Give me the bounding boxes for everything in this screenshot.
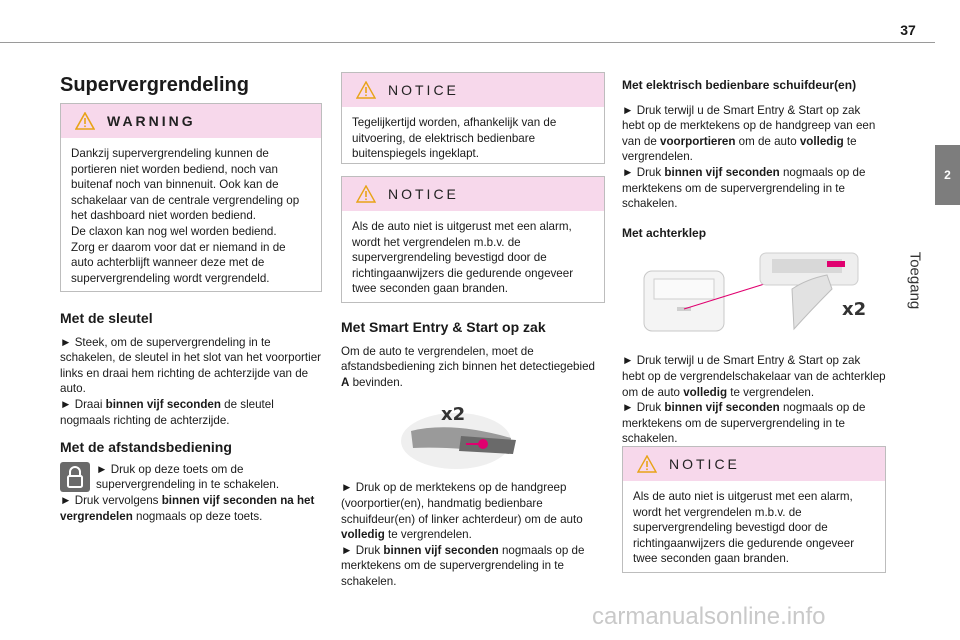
remote-step2: ► Druk vervolgens binnen vijf seconden n… [60,493,315,523]
notice-text: Tegelijkertijd worden, afhankelijk van d… [352,116,557,161]
x2-label: x2 [842,299,866,320]
lock-button-icon [60,461,90,492]
key-heading: Met de sleutel [60,310,153,326]
notice-title: NOTICE [388,186,459,202]
sliding-door-section: Met elektrisch bedienbare schuifdeur(en)… [622,78,886,447]
tailgate-illustration: x2 [643,252,866,332]
notice-box-2: NOTICE Als de auto niet is uitgerust met… [341,176,605,303]
smart-entry-step2: ► Druk binnen vijf seconden nogmaals op … [341,543,585,588]
smart-entry-step1: ► Druk op de merktekens op de handgreep … [341,481,583,542]
key-step1: ► Steek, om de supervergrendeling in te … [60,335,322,396]
notice-triangle-icon [356,81,376,99]
page-title: Supervergrendeling [60,74,249,96]
sliding-door-step1: ► Druk terwijl u de Smart Entry & Start … [622,103,876,164]
warning-text: Dankzij supervergrendeling kunnen de por… [71,147,300,223]
door-handle-illustration: x2 [401,404,516,470]
key-step2: ► Draai binnen vijf seconden de sleutel … [60,397,274,427]
notice-text: Als de auto niet is uitgerust met een al… [633,490,855,566]
warning-triangle-icon [75,112,95,130]
header-divider [0,42,935,43]
key-section: Met de sleutel ► Steek, om de supervergr… [60,310,322,524]
watermark: carmanualsonline.info [592,603,826,630]
notice-text: Als de auto niet is uitgerust met een al… [352,220,574,296]
sliding-door-step2: ► Druk binnen vijf seconden nogmaals op … [622,165,866,211]
warning-line3: Zorg er daarom voor dat er niemand in de… [71,240,286,285]
sliding-door-heading: Met elektrisch bedienbare schuifdeur(en) [622,78,857,92]
warning-line2: De claxon kan nog wel worden bediend. [71,224,277,238]
x2-label: x2 [441,404,465,425]
remote-step1: ► Druk op deze toets om de supervergrend… [96,462,280,492]
page-number: 37 [900,22,916,38]
chapter-label: Toegang [906,251,924,309]
notice-triangle-icon [356,185,376,203]
tailgate-step2: ► Druk binnen vijf seconden nogmaals op … [622,401,866,446]
smart-entry-intro: Om de auto te vergrendelen, moet de afst… [341,344,595,389]
warning-header: WARNING [61,104,321,138]
smart-entry-heading: Met Smart Entry & Start op zak [341,319,546,335]
chapter-tab[interactable]: 2 [935,145,960,205]
warning-box: WARNING Dankzij supervergrendeling kunne… [60,103,322,292]
remote-heading: Met de afstandsbediening [60,439,232,456]
notice-box-3: NOTICE Als de auto niet is uitgerust met… [622,446,886,573]
notice-box-1: NOTICE Tegelijkertijd worden, afhankelij… [341,72,605,164]
notice-title: NOTICE [388,82,459,98]
smart-entry-section: Met Smart Entry & Start op zak Om de aut… [341,319,603,590]
warning-title: WARNING [107,113,196,129]
tailgate-heading: Met achterklep [622,225,707,240]
notice-triangle-icon [637,455,657,473]
tailgate-step1: ► Druk terwijl u de Smart Entry & Start … [622,354,886,399]
notice-title: NOTICE [669,456,740,472]
